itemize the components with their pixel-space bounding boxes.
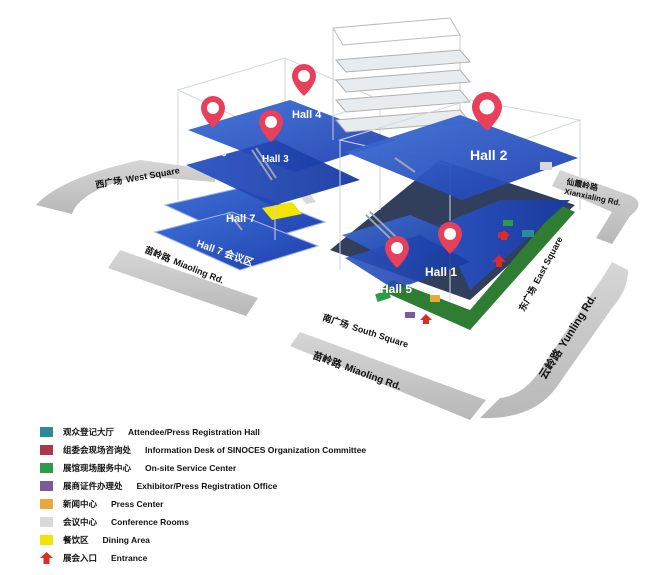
- entrance-arrow-icon: [498, 230, 510, 240]
- service-center-marker: [375, 290, 391, 302]
- hall-7-label: Hall 7: [226, 213, 255, 225]
- legend-label-zh: 餐饮区: [63, 536, 89, 546]
- xianxialing-road: [552, 170, 639, 244]
- green-base-edge: [380, 205, 575, 330]
- legend-item-exhibitor-office: 展商证件办理处 Exhibitor/Press Registration Off…: [40, 477, 640, 495]
- legend-swatch: [40, 463, 53, 473]
- hall-4-label: Hall 4: [292, 109, 322, 121]
- legend: 观众登记大厅 Attendee/Press Registration Hall …: [40, 423, 640, 567]
- legend-label-en: Conference Rooms: [111, 517, 189, 527]
- legend-swatch: [40, 427, 53, 437]
- hall-2-floor: [345, 115, 578, 200]
- legend-label-zh: 新闻中心: [63, 500, 98, 510]
- legend-item-registration-hall: 观众登记大厅 Attendee/Press Registration Hall: [40, 423, 640, 441]
- legend-label-zh: 展馆现场服务中心: [63, 464, 132, 474]
- location-pin-icon: [259, 110, 283, 142]
- hall-3-label: Hall 3: [262, 154, 289, 165]
- legend-label-zh: 会议中心: [63, 518, 98, 528]
- legend-item-service-center: 展馆现场服务中心 On-site Service Center: [40, 459, 640, 477]
- hall-1-label: Hall 1: [425, 265, 457, 279]
- legend-item-press-center: 新闻中心 Press Center: [40, 495, 640, 513]
- hall-1-floor: [440, 200, 570, 290]
- miaoling-upper-road: [108, 250, 258, 316]
- legend-label-zh: 展会入口: [63, 554, 98, 564]
- venue-map: Hall 4 Hall 6 Hall 3 Hall 2 Hall 7 Hall …: [36, 17, 639, 420]
- yunling-road: [480, 262, 628, 419]
- legend-label-en: Dining Area: [102, 535, 150, 545]
- entrance-arrow-icon: [420, 314, 432, 324]
- service-center-marker-2: [503, 220, 513, 226]
- location-pins: [201, 64, 502, 268]
- registration-hall-marker: [522, 230, 534, 237]
- legend-swatch: [40, 445, 53, 455]
- conf-room-marker: [540, 162, 552, 170]
- escalators: [227, 147, 416, 241]
- exhibitor-office-marker: [405, 312, 415, 318]
- legend-swatch: [40, 535, 53, 545]
- west-square-road: [36, 160, 215, 214]
- entrance-arrows: [420, 230, 510, 324]
- legend-label-en: Attendee/Press Registration Hall: [128, 427, 260, 437]
- location-pin-icon: [201, 96, 225, 128]
- location-pin-icon: [292, 64, 316, 96]
- legend-item-dining-area: 餐饮区 Dining Area: [40, 531, 640, 549]
- legend-label-zh: 展商证件办理处: [63, 482, 123, 492]
- legend-label-zh: 观众登记大厅: [63, 428, 115, 438]
- location-pin-icon: [472, 92, 502, 131]
- legend-swatch: [40, 499, 53, 509]
- legend-item-info-desk: 组委会现场咨询处 Information Desk of SINOCES Org…: [40, 441, 640, 459]
- legend-label-en: Press Center: [111, 499, 164, 509]
- press-center-marker: [430, 295, 440, 302]
- hall-4-floor: [188, 100, 395, 172]
- central-tower: [332, 17, 472, 140]
- legend-swatch: [40, 517, 53, 527]
- hall-6-label: Hall 6: [199, 143, 228, 159]
- legend-item-conference-rooms: 会议中心 Conference Rooms: [40, 513, 640, 531]
- hall-5-label: Hall 5: [380, 282, 412, 296]
- legend-swatch: [40, 481, 53, 491]
- location-pin-icon: [385, 236, 409, 268]
- legend-item-entrance: 展会入口 Entrance: [40, 549, 640, 567]
- entrance-arrow-icon: [40, 552, 53, 564]
- roads: [36, 160, 639, 420]
- location-pin-icon: [438, 222, 462, 254]
- hall-2-label: Hall 2: [470, 147, 508, 163]
- hall-5-lower: [345, 235, 470, 290]
- miaoling-lower-road: [290, 332, 486, 420]
- legend-label-en: Information Desk of SINOCES Organization…: [145, 445, 367, 455]
- legend-label-en: On-site Service Center: [145, 463, 237, 473]
- entrance-arrow-icon: [492, 255, 506, 267]
- legend-label-en: Exhibitor/Press Registration Office: [136, 481, 278, 491]
- legend-label-zh: 组委会现场咨询处: [63, 446, 132, 456]
- legend-label-en: Entrance: [111, 553, 148, 563]
